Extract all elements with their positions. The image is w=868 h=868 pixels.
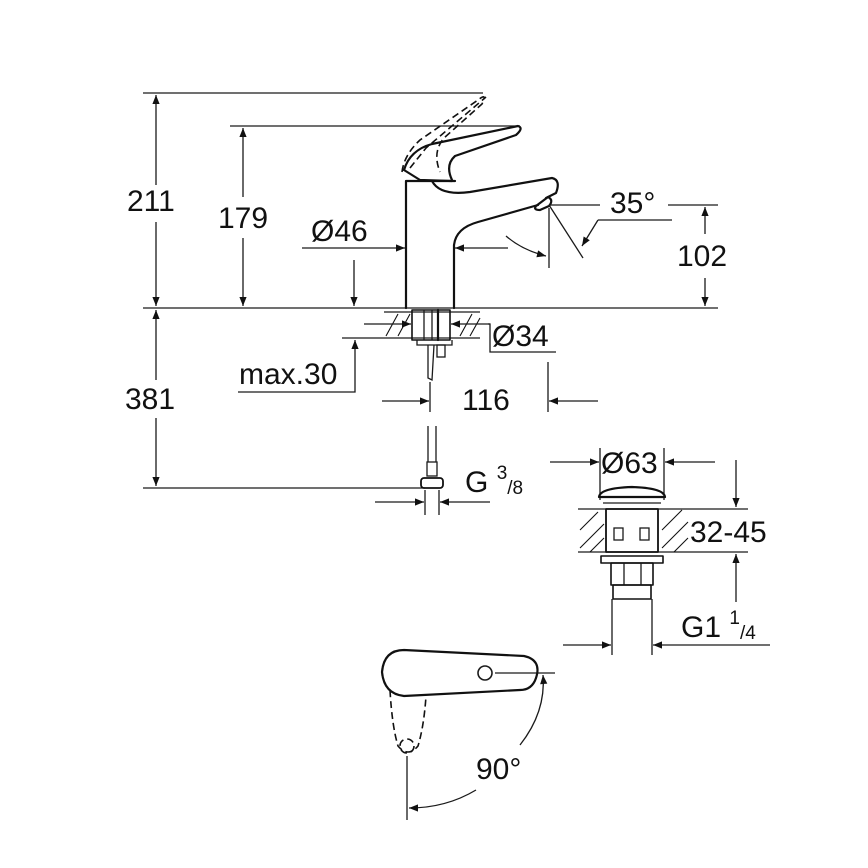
connection-prefix: G xyxy=(465,466,489,499)
dimension-d46 xyxy=(302,244,508,306)
connection-numerator: 3 xyxy=(496,463,508,484)
label-waste-thickness: 32-45 xyxy=(690,516,767,549)
lever-top-view xyxy=(380,648,555,820)
dimension-116 xyxy=(382,362,598,412)
spout-angle xyxy=(505,204,718,268)
counter-section xyxy=(370,308,481,382)
label-connection-thread: G 3/8 xyxy=(465,463,524,499)
label-hole-diameter: Ø34 xyxy=(492,320,549,353)
dimension-d34 xyxy=(364,320,556,353)
waste-thread-denominator: 4 xyxy=(745,623,756,644)
waste-thread-prefix: G1 xyxy=(681,611,722,644)
supply-hose xyxy=(375,426,490,515)
label-lever-rotation: 90° xyxy=(476,753,522,786)
label-projection: 116 xyxy=(462,384,510,417)
lever-raised-outline xyxy=(401,96,487,173)
label-max-thickness: max.30 xyxy=(239,358,338,391)
waste-valve xyxy=(550,448,770,655)
label-waste-thread: G1 1/4 xyxy=(681,608,756,644)
label-body-diameter: Ø46 xyxy=(311,215,368,248)
label-height-total: 211 xyxy=(127,185,175,218)
label-height-body: 179 xyxy=(218,202,269,235)
reference-lines xyxy=(143,92,718,489)
dimension-max30 xyxy=(238,337,370,393)
faucet-body xyxy=(402,124,559,310)
label-hose-length: 381 xyxy=(125,383,176,416)
label-spout-height: 102 xyxy=(677,240,728,273)
connection-denominator: 8 xyxy=(512,478,524,499)
waste-thread-numerator: 1 xyxy=(729,608,740,629)
label-spout-angle: 35° xyxy=(610,187,656,220)
label-waste-diameter: Ø63 xyxy=(601,447,658,480)
